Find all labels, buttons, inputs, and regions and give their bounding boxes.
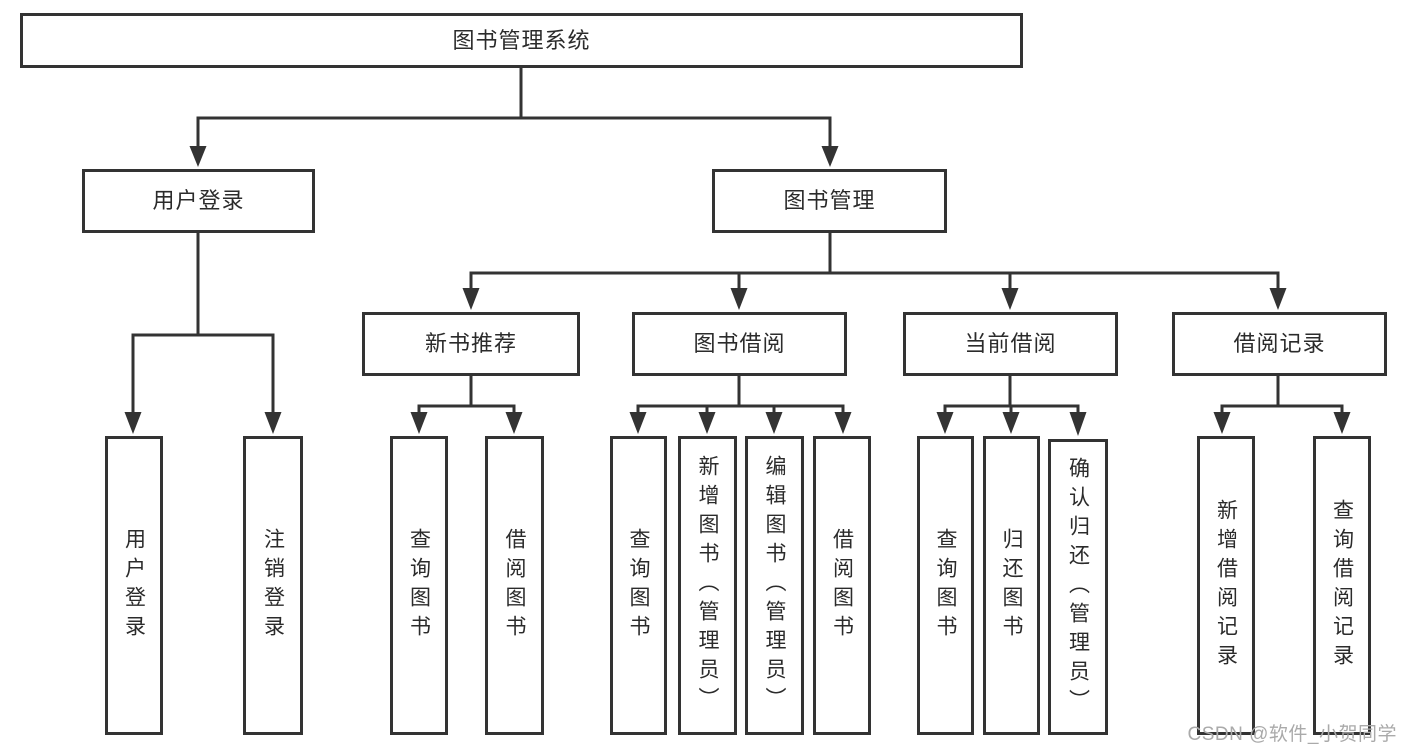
node-leaf-query-books-borrow: 查询图书 [610,436,667,735]
node-leaf-confirm-return-admin: 确认归还（管理员） [1048,439,1108,735]
arrow-down-icon [730,288,748,310]
node-book-borrow: 图书借阅 [632,312,847,376]
connector-current-to-leaves [936,376,1087,436]
arrow-down-icon [410,412,428,434]
arrow-down-icon [698,412,716,434]
node-book-management: 图书管理 [712,169,947,233]
node-root: 图书管理系统 [20,13,1023,68]
node-leaf-borrow-books-recommend: 借阅图书 [485,436,544,735]
arrow-down-icon [629,412,647,434]
connector-management-to-level2 [462,233,1287,310]
connector-borrow-to-leaves [629,376,852,434]
node-borrow-records: 借阅记录 [1172,312,1387,376]
node-leaf-query-borrow-record: 查询借阅记录 [1313,436,1371,735]
arrow-down-icon [821,146,839,167]
node-new-book-recommend: 新书推荐 [362,312,580,376]
node-leaf-user-login: 用户登录 [105,436,163,735]
node-leaf-add-books-admin: 新增图书（管理员） [678,436,737,735]
node-leaf-add-borrow-record: 新增借阅记录 [1197,436,1255,735]
arrow-down-icon [264,412,282,434]
node-leaf-query-books-recommend: 查询图书 [390,436,448,735]
connector-recommend-to-leaves [410,376,523,434]
arrow-down-icon [1213,412,1231,434]
arrow-down-icon [462,288,480,310]
node-leaf-query-books-current: 查询图书 [917,436,974,735]
arrow-down-icon [936,412,954,434]
connector-root-to-level1 [189,68,839,167]
arrow-down-icon [124,412,142,434]
node-leaf-logout: 注销登录 [243,436,303,735]
arrow-down-icon [834,412,852,434]
connector-records-to-leaves [1213,376,1351,434]
node-leaf-return-books: 归还图书 [983,436,1040,735]
arrow-down-icon [1002,412,1020,434]
csdn-watermark: CSDN @软件_小贺同学 [1187,724,1397,745]
arrow-down-icon [505,412,523,434]
arrow-down-icon [1269,288,1287,310]
connector-login-to-leaves [124,233,282,434]
arrow-down-icon [765,412,783,434]
arrow-down-icon [1069,412,1087,436]
node-user-login: 用户登录 [82,169,315,233]
arrow-down-icon [1001,288,1019,310]
node-current-borrow: 当前借阅 [903,312,1118,376]
arrow-down-icon [1333,412,1351,434]
arrow-down-icon [189,146,207,167]
node-leaf-borrow-books: 借阅图书 [813,436,871,735]
node-leaf-edit-books-admin: 编辑图书（管理员） [745,436,804,735]
